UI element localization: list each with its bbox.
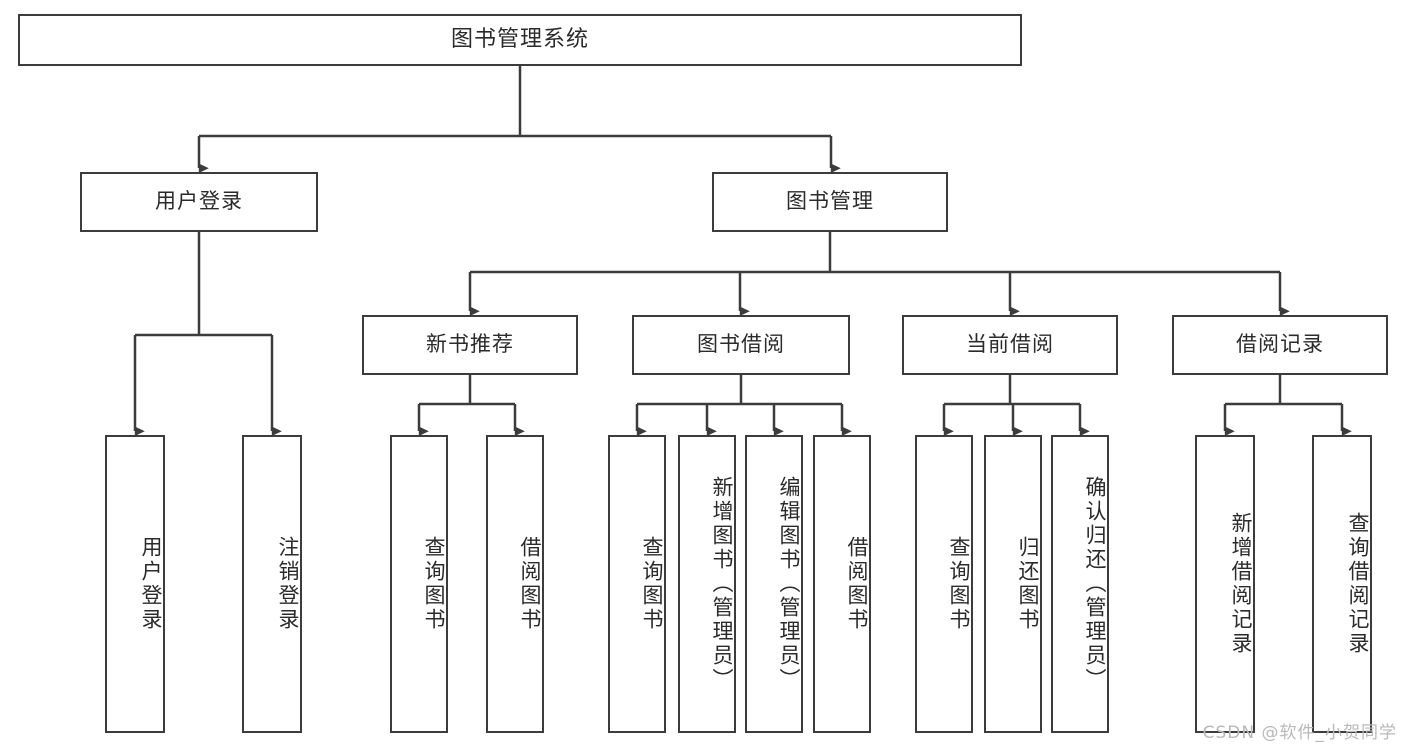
node-label: 借阅图书 [845,536,869,632]
leaf-borrow-book[interactable]: 借阅图书 [813,435,871,733]
leaf-query-book-recommend[interactable]: 查询图书 [390,435,448,733]
node-label: 当前借阅 [966,332,1054,357]
node-label: 用户登录 [139,536,163,632]
leaf-query-book-current[interactable]: 查询图书 [915,435,973,733]
node-label: 新书推荐 [426,332,514,357]
node-user-login[interactable]: 用户登录 [80,172,318,232]
node-book-borrow[interactable]: 图书借阅 [632,315,850,375]
leaf-query-borrow-record[interactable]: 查询借阅记录 [1312,435,1372,733]
node-label: 查询图书 [947,536,971,632]
node-current-borrow[interactable]: 当前借阅 [902,315,1118,375]
node-label: 新增图书（管理员） [710,476,734,692]
node-label: 归还图书 [1016,536,1040,632]
node-label: 查询图书 [422,536,446,632]
node-label: 查询图书 [640,536,664,632]
leaf-borrow-book-recommend[interactable]: 借阅图书 [486,435,544,733]
node-label: 注销登录 [276,536,300,632]
node-label: 图书借阅 [697,332,785,357]
leaf-add-book-admin[interactable]: 新增图书（管理员） [678,435,736,733]
node-label: 查询借阅记录 [1346,512,1370,656]
node-label: 借阅记录 [1236,332,1324,357]
node-label: 确认归还（管理员） [1083,476,1107,692]
leaf-edit-book-admin[interactable]: 编辑图书（管理员） [745,435,803,733]
leaf-return-book[interactable]: 归还图书 [984,435,1042,733]
leaf-confirm-return-admin[interactable]: 确认归还（管理员） [1051,435,1109,733]
node-label: 借阅图书 [518,536,542,632]
leaf-add-borrow-record[interactable]: 新增借阅记录 [1195,435,1255,733]
node-book-management[interactable]: 图书管理 [712,172,948,232]
node-label: 新增借阅记录 [1229,512,1253,656]
node-root[interactable]: 图书管理系统 [18,14,1022,66]
node-new-book-recommend[interactable]: 新书推荐 [362,315,578,375]
node-label: 用户登录 [155,189,243,214]
node-borrow-record[interactable]: 借阅记录 [1172,315,1388,375]
node-label: 图书管理 [786,189,874,214]
leaf-user-logout[interactable]: 注销登录 [242,435,302,733]
leaf-user-login[interactable]: 用户登录 [105,435,165,733]
node-label: 编辑图书（管理员） [777,476,801,692]
node-label: 图书管理系统 [450,26,589,52]
leaf-query-book-borrow[interactable]: 查询图书 [608,435,666,733]
